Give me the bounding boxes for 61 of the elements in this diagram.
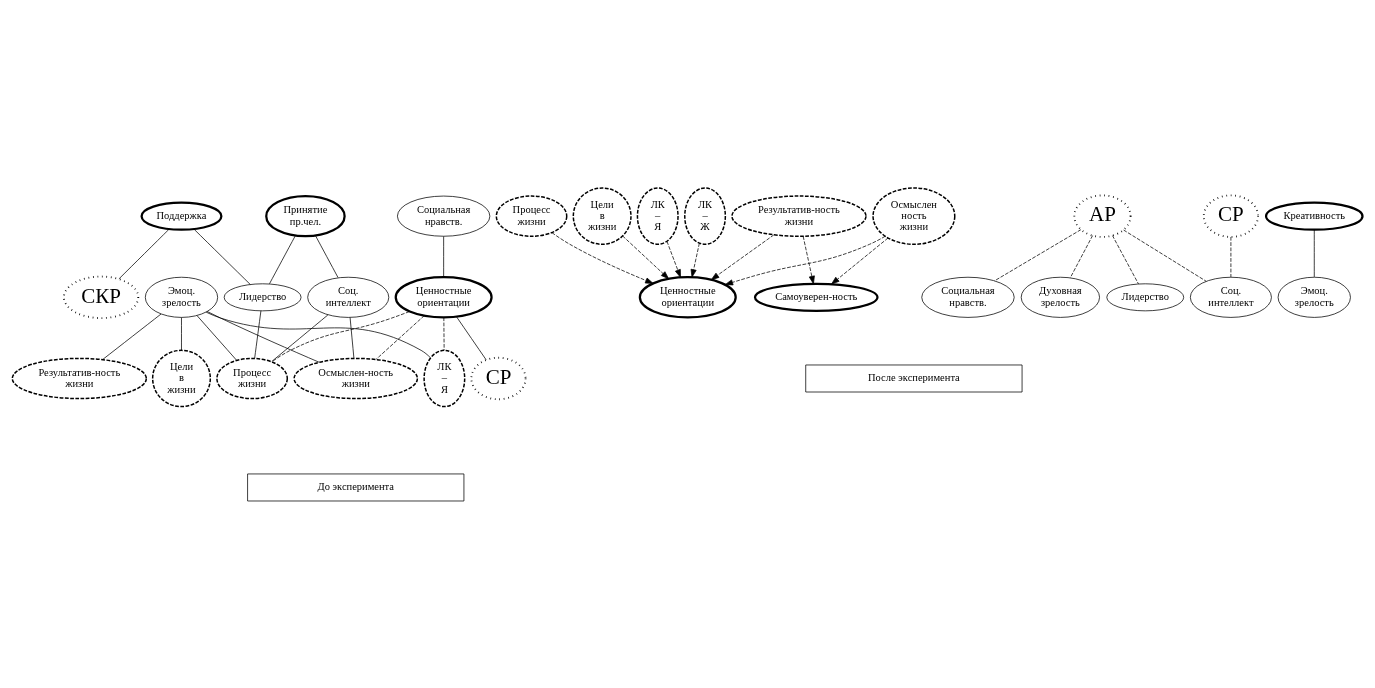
node-ellipse: ЛК – Ж bbox=[684, 186, 727, 245]
connector bbox=[1313, 228, 1315, 277]
connector bbox=[349, 316, 355, 359]
node-ellipse: Социальная нравств. bbox=[397, 195, 491, 237]
connector bbox=[193, 228, 251, 285]
node-ellipse: Осмыслен ность жизни bbox=[872, 186, 956, 245]
node-ellipse: Поддержка bbox=[140, 201, 223, 231]
connector bbox=[254, 310, 262, 358]
node-ellipse: Лидерство bbox=[1106, 282, 1185, 311]
node-ellipse: Социальная нравств. bbox=[921, 276, 1015, 318]
node-circle: Цели в жизни bbox=[572, 186, 632, 245]
node-ellipse: Процесс жизни bbox=[495, 194, 568, 237]
connector bbox=[1123, 229, 1207, 282]
connector bbox=[1112, 234, 1139, 284]
connector bbox=[205, 311, 431, 358]
node-ellipse: ЛК – Я bbox=[636, 186, 679, 245]
connector bbox=[443, 235, 445, 277]
connector bbox=[315, 234, 339, 278]
arrow bbox=[831, 237, 889, 284]
connector bbox=[271, 310, 410, 362]
node-ellipse: АР bbox=[1073, 193, 1132, 238]
node-ellipse: Эмоц. зрелость bbox=[1277, 276, 1351, 318]
node-ellipse: Духовная зрелость bbox=[1020, 276, 1100, 318]
connector bbox=[206, 310, 320, 363]
connector bbox=[375, 314, 425, 360]
connector bbox=[269, 234, 296, 284]
node-ellipse: Эмоц. зрелость bbox=[144, 276, 219, 318]
node-ellipse: СР bbox=[1202, 193, 1259, 238]
connector bbox=[456, 316, 487, 360]
node-ellipse: Процесс жизни bbox=[216, 357, 289, 399]
node-circle: Цели в жизни bbox=[151, 349, 212, 407]
connector bbox=[102, 313, 162, 360]
arrow bbox=[690, 242, 700, 277]
connector bbox=[1069, 234, 1093, 278]
node-ellipse: Ценностные ориентации bbox=[394, 275, 493, 319]
node-ellipse: ЛК – Я bbox=[423, 349, 466, 407]
node-ellipse: Соц. интеллект bbox=[307, 276, 390, 318]
node-ellipse: Самоуверен-ность bbox=[753, 282, 879, 312]
node-ellipse: Результатив-ность жизни bbox=[11, 357, 148, 399]
node-ellipse: Результатив-ность жизни bbox=[731, 194, 867, 237]
connector bbox=[994, 228, 1082, 281]
node-ellipse: Принятие пр.чел. bbox=[265, 194, 346, 237]
arrow bbox=[802, 235, 815, 284]
node-ellipse: СКР bbox=[63, 275, 140, 319]
node-box: После эксперимента bbox=[805, 364, 1023, 392]
connector bbox=[196, 314, 237, 361]
node-ellipse: Соц. интеллект bbox=[1189, 276, 1272, 318]
node-ellipse: СР bbox=[470, 356, 527, 400]
connector bbox=[118, 228, 170, 279]
arrow bbox=[724, 235, 886, 285]
connector bbox=[443, 316, 445, 351]
node-ellipse: Креативность bbox=[1264, 201, 1364, 231]
node-ellipse: Лидерство bbox=[223, 282, 302, 311]
node-box: До эксперимента bbox=[247, 473, 465, 501]
arrow bbox=[711, 234, 775, 280]
connector bbox=[271, 314, 329, 362]
connector bbox=[181, 316, 182, 351]
arrow bbox=[666, 240, 681, 278]
arrow bbox=[622, 235, 669, 279]
node-ellipse: Осмыслен-ность жизни bbox=[293, 357, 419, 399]
arrow bbox=[551, 231, 654, 284]
